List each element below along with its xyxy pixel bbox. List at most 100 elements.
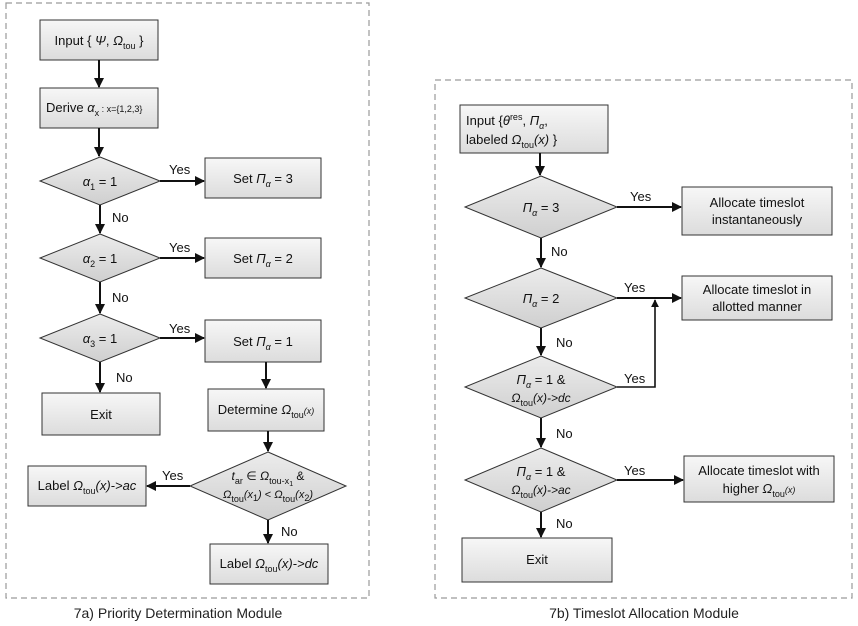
b-in-l2-prefix: labeled [466, 132, 512, 147]
a-ldc-omega: Ω [255, 556, 265, 571]
a-s3-pi: Π [256, 334, 266, 349]
a-input-suffix: } [135, 33, 144, 48]
svg-text:Set Πα = 3: Set Πα = 3 [233, 171, 293, 189]
a-lac-prefix: Label [38, 478, 73, 493]
a-det-omega: Ω [281, 402, 291, 417]
b-yes-2: Yes [624, 280, 646, 295]
svg-text:higher Ωtou(x): higher Ωtou(x) [723, 481, 796, 499]
b-in-theta: θ [503, 113, 510, 128]
b-caption: 7b) Timeslot Allocation Module [549, 605, 739, 621]
a-yes-3: Yes [169, 321, 191, 336]
a-det-sub: tou [291, 410, 304, 420]
svg-text:α2 = 1: α2 = 1 [83, 251, 117, 269]
a-derive-node: Derive αx : x={1,2,3} [39, 87, 159, 129]
a-c-in: ∈ [243, 469, 260, 483]
b-d3-pi: Π [517, 372, 527, 387]
b-yes-3: Yes [624, 371, 646, 386]
b-decision-pi2: Πα = 2 [463, 267, 619, 329]
a-c-t-sub: ar [235, 476, 243, 486]
a-d2-sub: 2 [90, 259, 95, 269]
a-c-sub2: 1 [289, 481, 293, 488]
svg-text:α3 = 1: α3 = 1 [83, 331, 117, 349]
a-set-pi-2-node: Set Πα = 2 [204, 237, 322, 279]
b-d4-alpha: α [526, 472, 532, 482]
a-c-amp: & [293, 469, 304, 483]
b-exit-label: Exit [526, 552, 548, 567]
a-input-node: Input { Ψ, Ωtou } [39, 19, 159, 61]
svg-text:Ωtou(x)->dc: Ωtou(x)->dc [511, 391, 570, 408]
a-c2-close2: ) [307, 489, 313, 501]
svg-text:Set Πα = 2: Set Πα = 2 [233, 251, 293, 269]
a-d2-rest: = 1 [95, 251, 117, 266]
a-derive-range: : x={1,2,3} [99, 104, 142, 114]
a-yes-2: Yes [169, 240, 191, 255]
a-s3-rest: = 1 [271, 334, 293, 349]
a-d1-rest: = 1 [95, 174, 117, 189]
b-decision-pi3: Πα = 3 [463, 175, 619, 239]
b-edge-d3-action2 [617, 299, 659, 388]
svg-text:Πα = 1 &: Πα = 1 & [517, 464, 566, 482]
svg-text:Πα = 3: Πα = 3 [523, 200, 560, 218]
a-c2-arg2-sub: 2 [304, 493, 309, 503]
a-set-pi-1-node: Set Πα = 1 [204, 319, 322, 363]
b-in-pi: Π [530, 113, 540, 128]
b-yes-4: Yes [624, 463, 646, 478]
svg-text:Label Ωtou(x)->ac: Label Ωtou(x)->ac [38, 478, 137, 496]
a-c2-sub: tou [231, 494, 244, 504]
a-c-t: t [232, 469, 236, 483]
a-exit-label: Exit [90, 407, 112, 422]
b-d2-alpha: α [532, 299, 538, 309]
a-ldc-sub: tou [265, 564, 278, 574]
b-a2-line2: allotted manner [712, 299, 802, 314]
a-derive-alpha-sub: x [95, 108, 100, 118]
b-a3-arg: (x) [785, 485, 796, 495]
b-decision-pi1-dc: Πα = 1 & Ωtou(x)->dc [463, 355, 619, 419]
a-exit-node: Exit [41, 392, 161, 436]
b-a1-line1: Allocate timeslot [710, 195, 805, 210]
b-d2-rest: = 2 [537, 291, 559, 306]
svg-text:Input {θres, Πα,: Input {θres, Πα, [466, 112, 548, 131]
a-s2-pi: Π [256, 251, 266, 266]
a-input-omega: Ω [113, 33, 123, 48]
a-derive-prefix: Derive [46, 100, 87, 115]
a-s3-prefix: Set [233, 334, 256, 349]
b-d4-rest: = 1 & [531, 464, 566, 479]
b-d4-pi: Π [517, 464, 527, 479]
b-in-arg: (x) [534, 132, 549, 147]
a-s3-alpha: α [266, 342, 272, 352]
a-lac-arg: (x)->ac [96, 478, 137, 493]
b-no-2: No [556, 335, 573, 350]
a-decision-alpha1: α1 = 1 [38, 156, 162, 206]
b-d3-alpha: α [526, 380, 532, 390]
a-determine-node: Determine Ωtou(x) [207, 388, 325, 432]
a-caption: 7a) Priority Determination Module [74, 605, 283, 621]
b-a3-line2-prefix: higher [723, 481, 763, 496]
a-c2-omega2: Ω [274, 489, 282, 501]
a-d1-alpha: α [83, 174, 91, 189]
a-d3-rest: = 1 [95, 331, 117, 346]
module-b-frame [434, 79, 853, 599]
b-d3-omega: Ω [511, 391, 520, 405]
a-det-arg: (x) [304, 406, 315, 416]
a-c2-arg-sub: 1 [253, 493, 258, 503]
a-c2-arg: (x [244, 489, 254, 501]
svg-text:Πα = 1 &: Πα = 1 & [517, 372, 566, 390]
b-d2-pi: Π [523, 291, 533, 306]
svg-text:Πα = 2: Πα = 2 [523, 291, 560, 309]
b-d3-sub: tou [520, 398, 533, 408]
a-c2-arg2: (x [295, 489, 305, 501]
a-input-prefix: Input { [55, 33, 95, 48]
a-c2-close: ) [256, 489, 262, 501]
a-c2-sub2: tou [283, 494, 296, 504]
svg-text:Input { Ψ, Ωtou }: Input { Ψ, Ωtou } [55, 33, 145, 51]
b-in-theta-sup: res [510, 112, 523, 122]
b-d3-arg: (x)->dc [533, 391, 571, 405]
a-lac-omega: Ω [73, 478, 83, 493]
a-lac-sub: tou [83, 486, 96, 496]
a-c2-lt: < [262, 489, 275, 501]
a-d2-alpha: α [83, 251, 91, 266]
a-no-1: No [112, 210, 129, 225]
a-d1-sub: 1 [90, 182, 95, 192]
a-label-ac-node: Label Ωtou(x)->ac [27, 465, 147, 507]
